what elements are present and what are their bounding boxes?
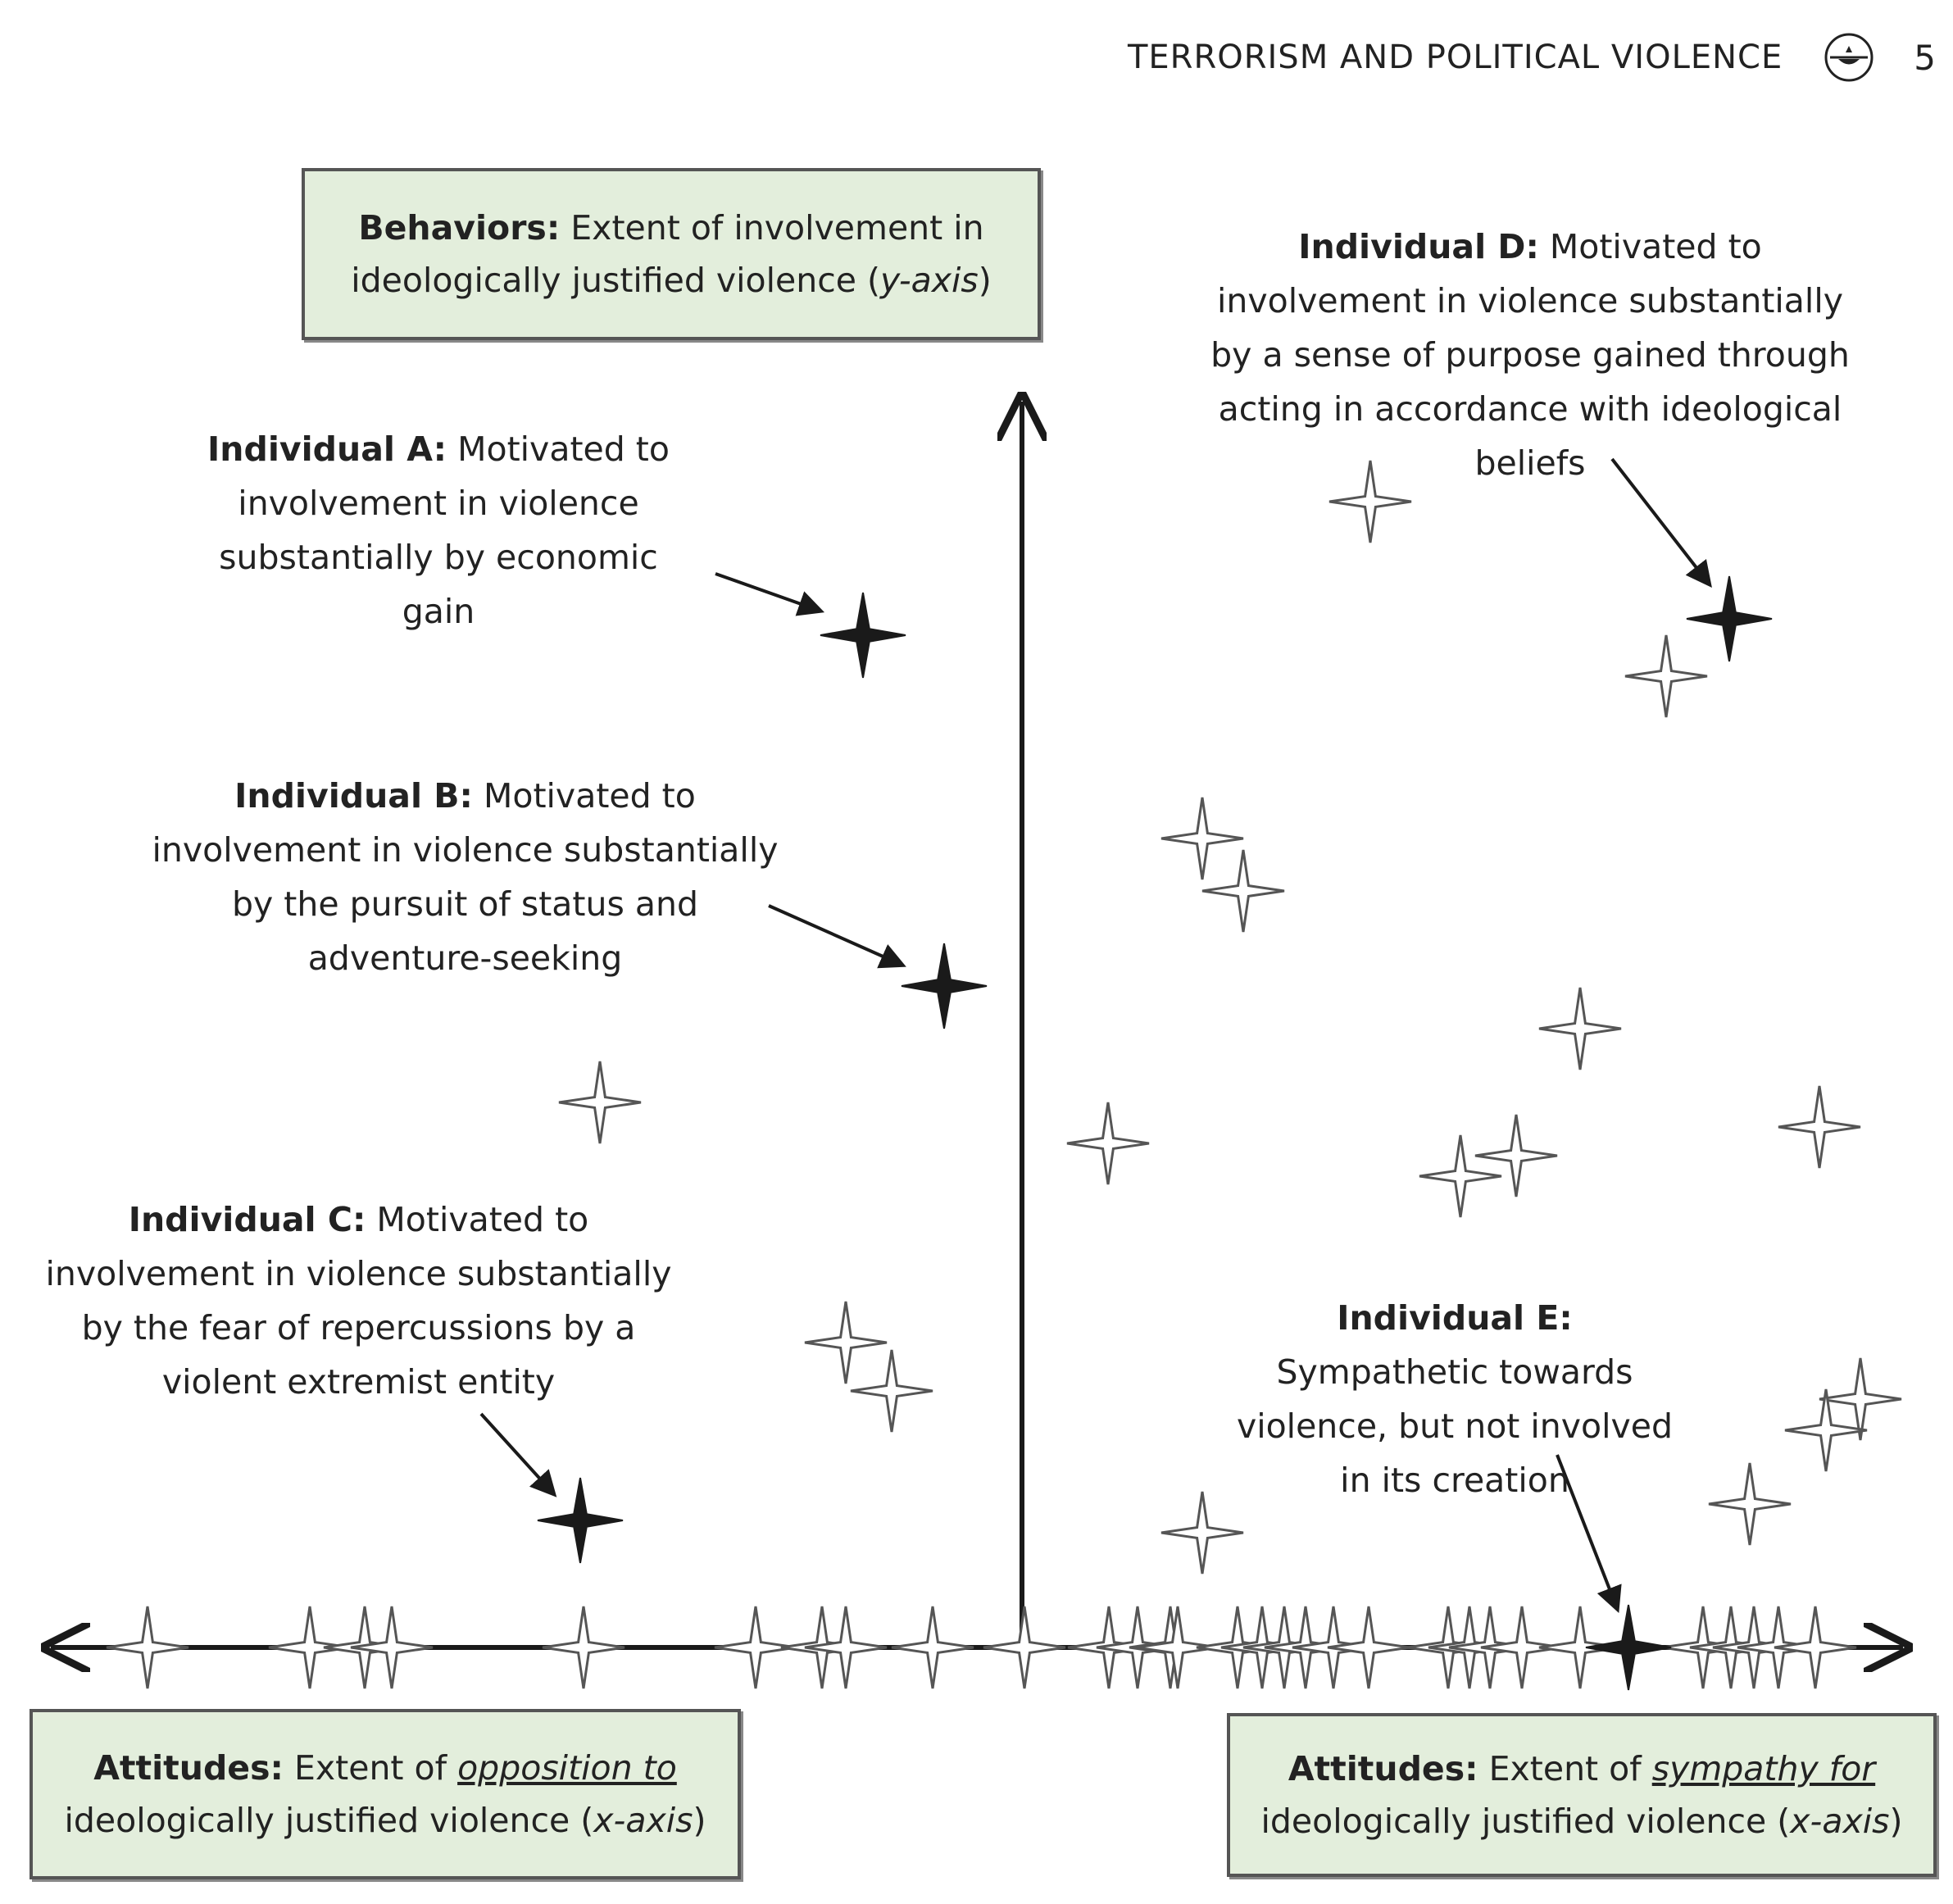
annotation-individual-e: Individual E: Sympathetic towards violen… [1229,1291,1680,1507]
individual-d-star-icon [1686,575,1773,662]
outline-star-icon [1819,1357,1902,1441]
attitudes-opposition-emph: opposition to [457,1748,677,1788]
individual-a-text: Motivated to involvement in violence sub… [219,429,670,631]
outline-star-icon [1624,634,1708,718]
attitudes-sympathy-axis: x-axis [1790,1802,1890,1841]
outline-star-icon [983,1606,1066,1689]
individual-b-text: Motivated to involvement in violence sub… [152,776,779,978]
page-number: 5 [1914,37,1937,78]
outline-star-icon [891,1606,974,1689]
outline-star-icon [350,1606,434,1689]
individual-e-label: Individual E: [1337,1298,1573,1338]
individual-d-label: Individual D: [1298,227,1539,266]
outline-star-icon [1160,1491,1244,1575]
outline-star-icon [1774,1606,1857,1689]
attitudes-sympathy-text-2: ideologically justified violence ( [1260,1802,1791,1841]
attitudes-sympathy-box: Attitudes: Extent of sympathy for ideolo… [1227,1713,1937,1877]
arrow-individual-a [715,572,825,616]
individual-c-star-icon [537,1477,624,1564]
attitudes-sympathy-text-end: ) [1889,1802,1903,1841]
behaviors-text-end: ) [978,261,992,300]
journal-title: TERRORISM AND POLITICAL VIOLENCE [1127,39,1783,76]
outline-star-icon [558,1061,642,1144]
outline-star-icon [106,1606,189,1689]
outline-star-icon [850,1349,933,1433]
attitudes-opposition-axis: x-axis [593,1801,693,1840]
annotation-individual-c: Individual C: Motivated to involvement i… [45,1193,672,1409]
individual-c-text: Motivated to involvement in violence sub… [45,1200,672,1402]
outline-star-icon [1778,1085,1861,1169]
outline-star-icon [1784,1388,1868,1472]
outline-star-icon [1708,1462,1792,1546]
attitudes-opposition-label: Attitudes: [93,1748,284,1788]
behaviors-label: Behaviors: [358,208,561,248]
arrow-individual-d [1610,457,1712,588]
individual-b-star-icon [901,943,988,1029]
behaviors-text: Extent of involvement in ideologically j… [351,208,984,300]
outline-star-icon [1066,1102,1150,1185]
outline-star-icon [542,1606,625,1689]
running-header: TERRORISM AND POLITICAL VIOLENCE 5 [1128,33,1937,82]
attitudes-opposition-text-end: ) [693,1801,706,1840]
outline-star-icon [804,1606,888,1689]
annotation-individual-b: Individual B: Motivated to involvement i… [152,769,779,985]
outline-star-icon [804,1301,888,1384]
behaviors-axis: y-axis [880,261,979,300]
outline-star-icon [268,1606,352,1689]
arrow-individual-e [1556,1454,1622,1613]
outline-star-icon [1328,460,1412,543]
arrow-individual-c [479,1412,557,1497]
arrow-individual-b [768,904,906,969]
attitudes-sympathy-emph: sympathy for [1651,1749,1876,1788]
individual-e-star-icon [1585,1604,1672,1691]
individual-b-label: Individual B: [234,776,473,816]
attitudes-sympathy-label: Attitudes: [1288,1749,1478,1788]
outline-star-icon [1538,987,1622,1070]
attitudes-opposition-text-2: ideologically justified violence ( [64,1801,594,1840]
individual-d-text: Motivated to involvement in violence sub… [1210,227,1850,483]
attitudes-sympathy-text: Extent of [1488,1749,1652,1788]
attitudes-opposition-text: Extent of [293,1748,458,1788]
individual-a-label: Individual A: [207,429,447,469]
behaviors-box: Behaviors: Extent of involvement in ideo… [302,168,1041,340]
outline-star-icon [1201,849,1285,933]
outline-star-icon [714,1606,797,1689]
outline-star-icon [1160,797,1244,880]
outline-star-icon [1419,1134,1502,1218]
attitudes-opposition-box: Attitudes: Extent of opposition to ideol… [30,1709,741,1879]
outline-star-icon [1474,1114,1558,1197]
publisher-logo-icon [1824,33,1874,82]
individual-a-star-icon [820,592,906,679]
outline-star-icon [1480,1606,1564,1689]
individual-c-label: Individual C: [128,1200,366,1239]
annotation-individual-a: Individual A: Motivated to involvement i… [184,422,693,638]
outline-star-icon [1538,1606,1622,1689]
individual-e-text: Sympathetic towards violence, but not in… [1236,1352,1674,1500]
annotation-individual-d: Individual D: Motivated to involvement i… [1198,220,1862,490]
outline-star-icon [1327,1606,1410,1689]
outline-star-icon [1136,1606,1219,1689]
